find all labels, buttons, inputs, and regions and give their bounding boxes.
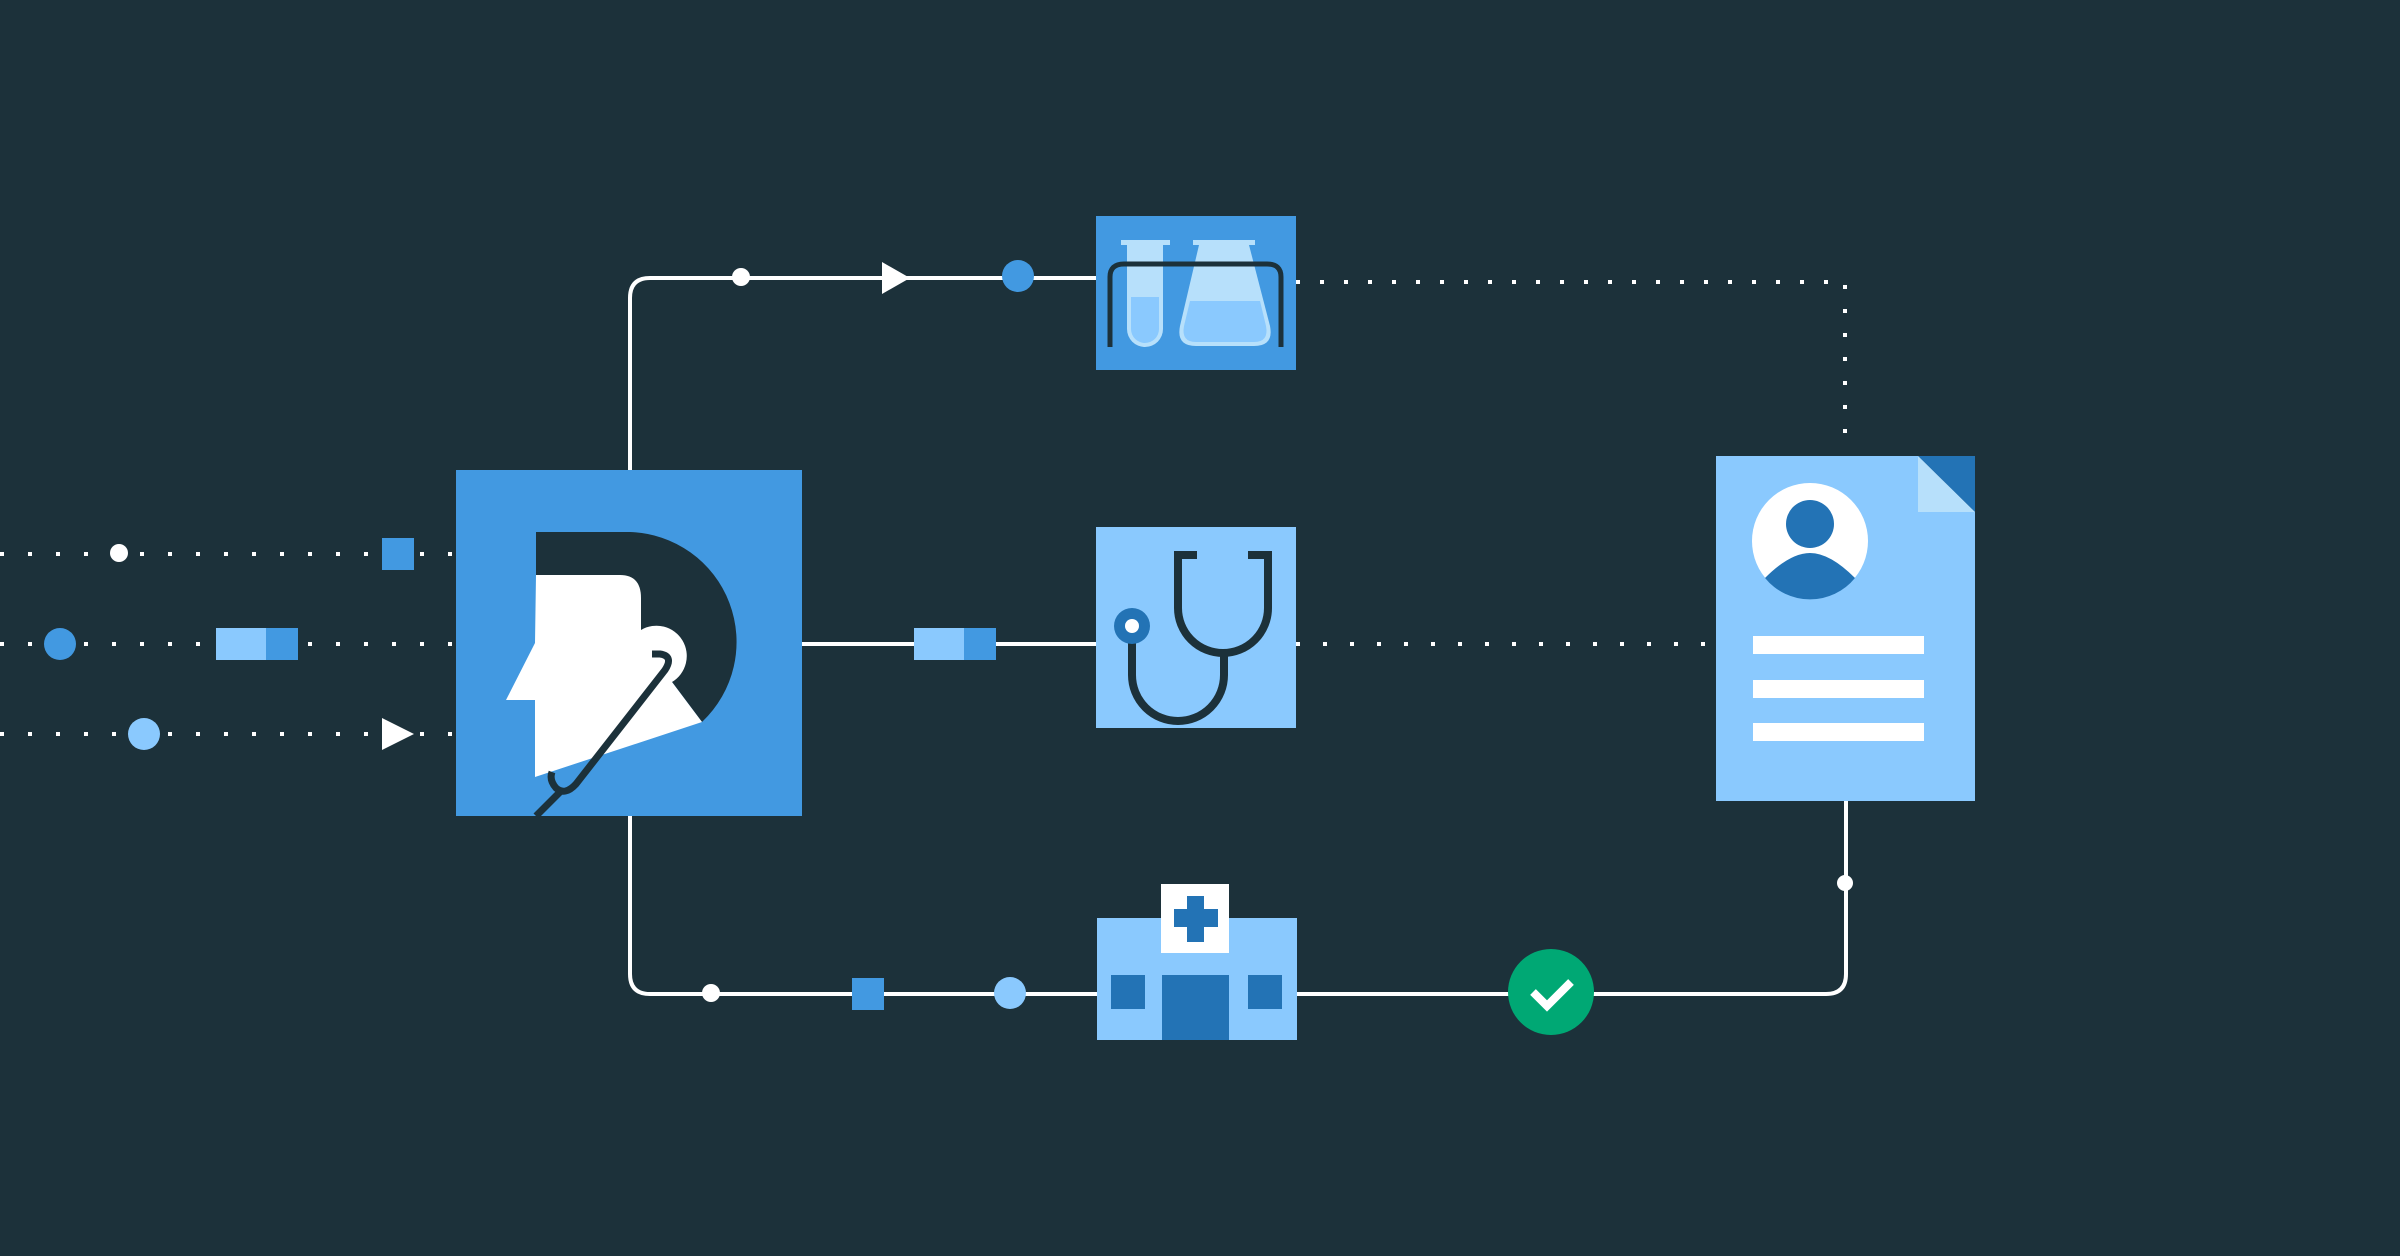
hospital-window-left [1111, 975, 1145, 1009]
test-tube-lip [1121, 240, 1170, 245]
packet-bar-light [216, 628, 266, 660]
hospital-icon [1097, 884, 1297, 1040]
patient-record-document-icon [1716, 456, 1975, 801]
line-to-hospital [628, 816, 1097, 996]
document-text-line [1753, 723, 1924, 741]
packet-bar-light [914, 628, 964, 660]
record-node[interactable] [1716, 456, 1975, 801]
stethoscope-icon [1128, 551, 1272, 725]
stethoscope-chestpiece-center [1125, 619, 1139, 633]
packet-dot [110, 544, 128, 562]
packet-dot [702, 984, 720, 1002]
cross-horizontal [1174, 909, 1218, 927]
packet-dot [994, 977, 1026, 1009]
arrow-icon [382, 718, 414, 750]
document-text-line [1753, 680, 1924, 698]
avatar-head [1786, 500, 1834, 548]
consult-node[interactable] [1096, 527, 1296, 728]
document-text-line [1753, 636, 1924, 654]
check-circle [1508, 949, 1594, 1035]
test-tube-rack [1107, 261, 1284, 347]
packet-dot [1837, 875, 1853, 891]
packet-dot [732, 268, 750, 286]
packet-bar-dark [964, 628, 996, 660]
lab-test-tubes-icon [1107, 240, 1284, 347]
check-icon [1530, 979, 1574, 1012]
packet-bar-dark [266, 628, 298, 660]
test-tube-liquid [1131, 297, 1159, 343]
record-connections [1296, 280, 1848, 996]
avatar-body [1765, 553, 1855, 600]
line-to-lab [628, 276, 1096, 470]
logo-stethoscope [533, 650, 672, 819]
flask-lip [1193, 240, 1255, 245]
input-lines [0, 538, 456, 750]
lab-node[interactable] [1096, 216, 1296, 370]
source-node[interactable] [456, 470, 802, 819]
flask-liquid [1183, 301, 1267, 342]
packet-dot [128, 718, 160, 750]
hospital-door [1162, 975, 1229, 1040]
document-fold [1918, 456, 1975, 512]
stethoscope-tube [1128, 628, 1228, 725]
arrow-icon [882, 262, 910, 294]
packet-dot [44, 628, 76, 660]
logo-face [506, 575, 702, 777]
packet-dot [1002, 260, 1034, 292]
hospital-window-right [1248, 975, 1282, 1009]
line-hospital-to-record [1297, 801, 1848, 996]
packet-square [382, 538, 414, 570]
approved-badge [1508, 949, 1594, 1035]
packet-square [852, 978, 884, 1010]
doctor-head-logo-icon [506, 532, 737, 819]
hospital-node[interactable] [1097, 884, 1297, 1040]
